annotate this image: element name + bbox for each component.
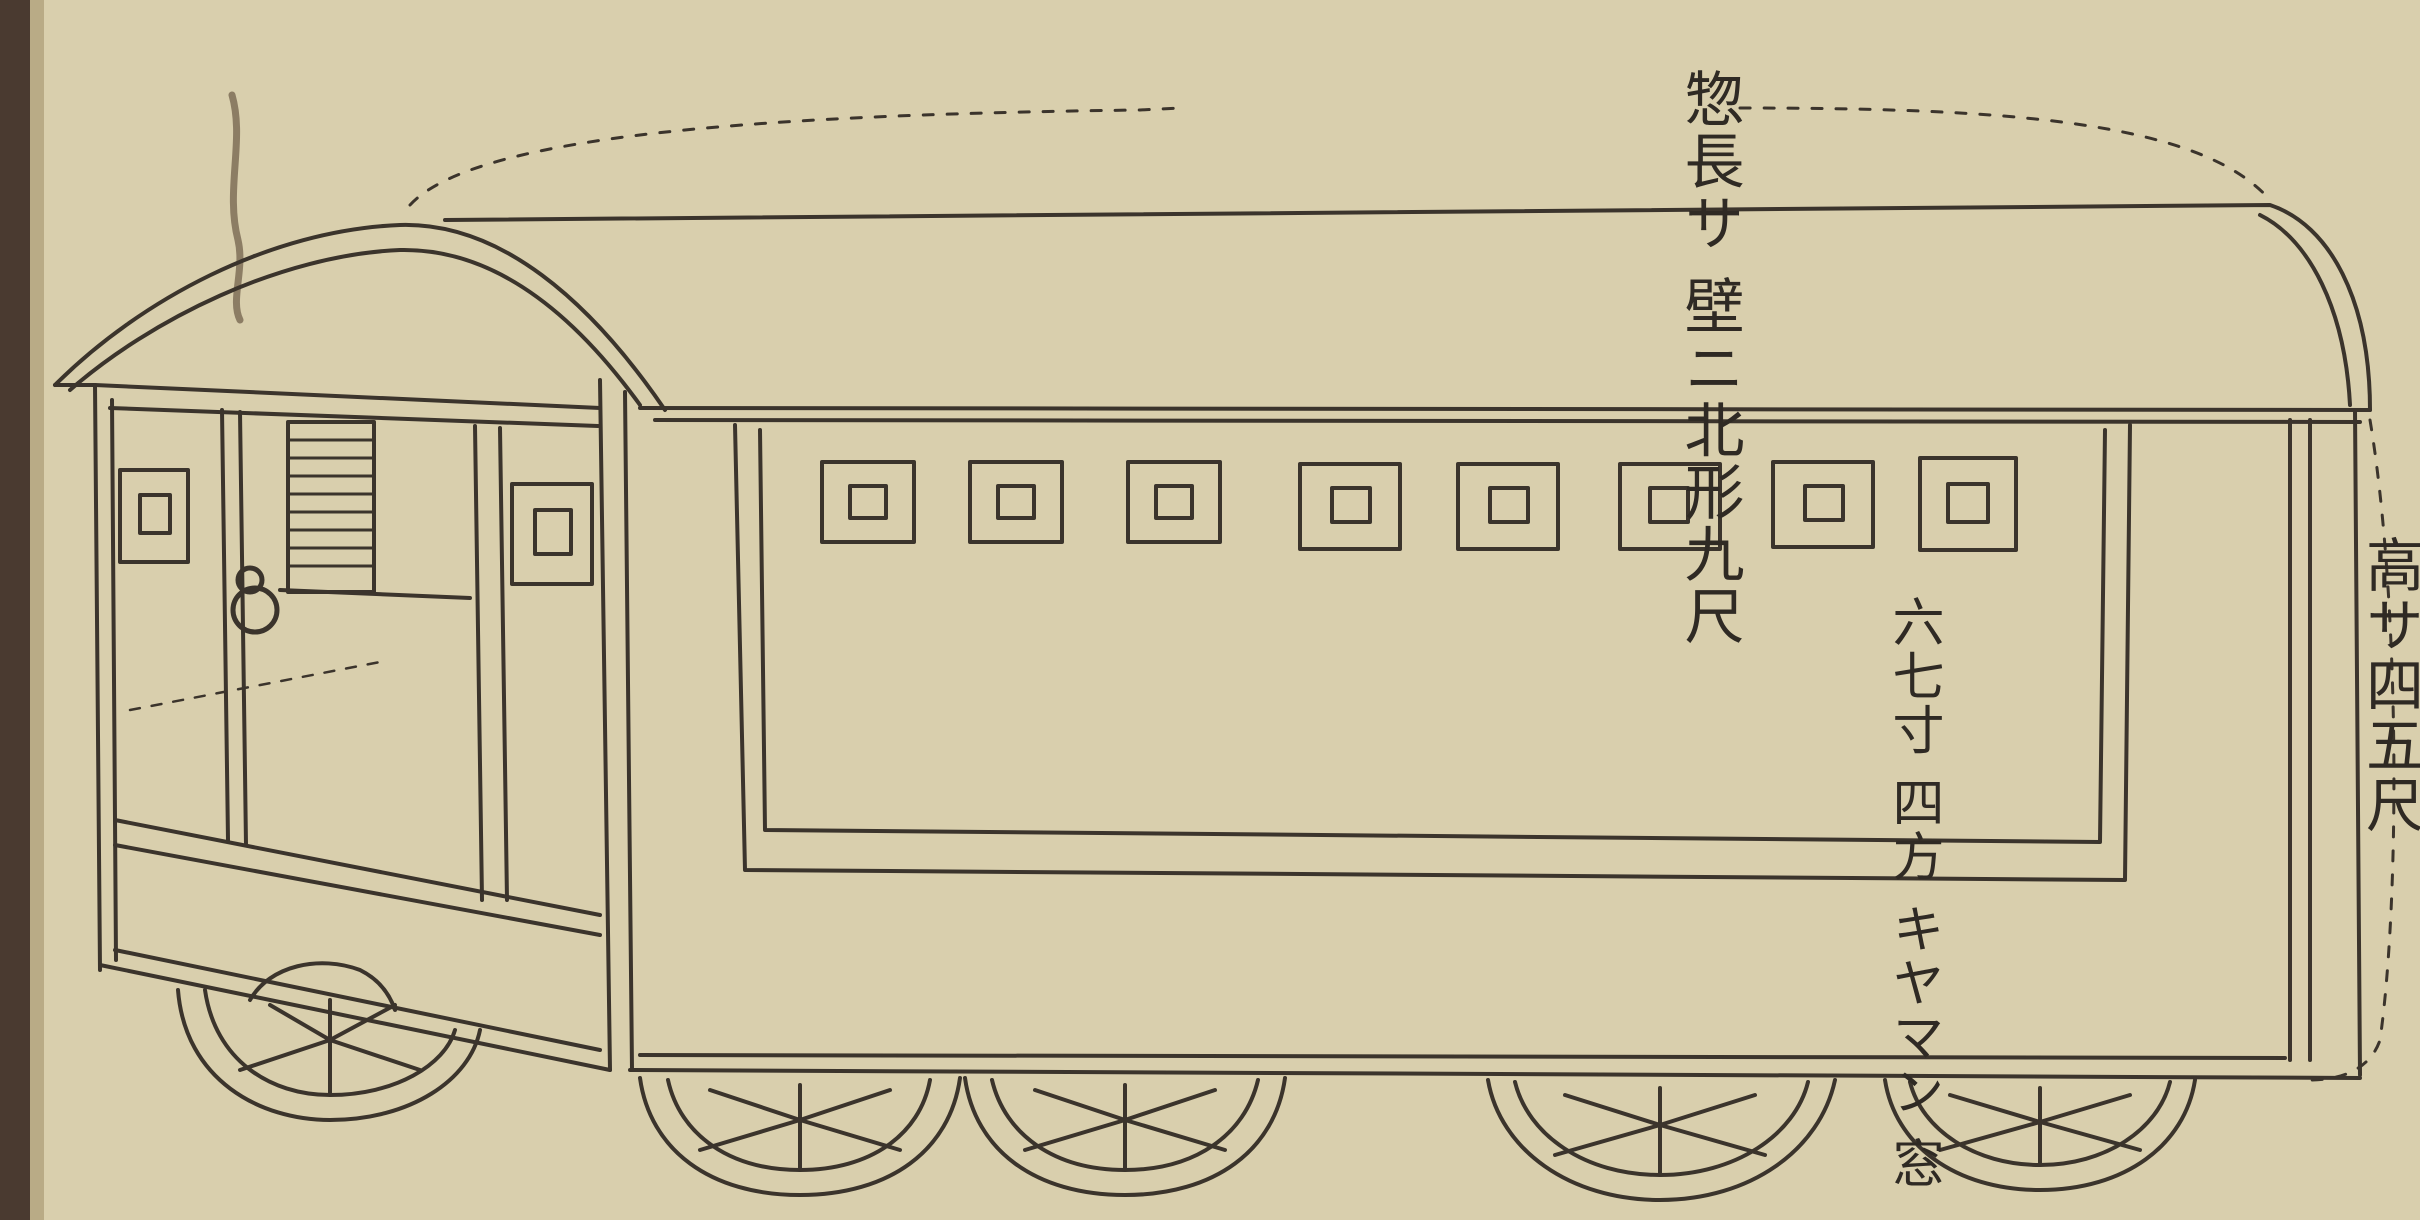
front-top-beam bbox=[93, 383, 602, 410]
clerestory-windows bbox=[820, 456, 2018, 552]
front-window-left-outer bbox=[118, 468, 190, 564]
window-4-outer bbox=[1298, 462, 1402, 551]
window-2-inner bbox=[996, 484, 1036, 520]
main-right-end bbox=[2353, 408, 2362, 1077]
door-handle bbox=[230, 585, 280, 635]
front-step-inner bbox=[113, 948, 602, 1052]
window-6-inner bbox=[1648, 486, 1690, 524]
wheel-2 bbox=[638, 1076, 962, 1197]
side-panel-outer bbox=[733, 423, 2132, 882]
window-6-outer bbox=[1618, 462, 1722, 551]
window-3-inner bbox=[1154, 484, 1194, 520]
length-annotation: 惣長サ 壁ニ北形九尺 bbox=[1674, 68, 1744, 648]
louvre-panel bbox=[286, 420, 376, 594]
front-roof-curve bbox=[53, 222, 667, 412]
height-annotation: 高サ四五尺 bbox=[2356, 535, 2420, 835]
front-floor-edge bbox=[113, 818, 602, 937]
window-2-outer bbox=[968, 460, 1064, 544]
length-dimension-line bbox=[408, 106, 2272, 207]
book-binding-shadow bbox=[30, 0, 44, 1220]
window-1-inner bbox=[848, 484, 888, 520]
front-window-right-outer bbox=[510, 482, 594, 586]
wheel-5 bbox=[1883, 1078, 2197, 1192]
book-binding-edge bbox=[0, 0, 30, 1220]
front-door-post-c bbox=[473, 424, 484, 902]
window-5-inner bbox=[1488, 486, 1530, 524]
window-3-outer bbox=[1126, 460, 1222, 544]
window-7-outer bbox=[1771, 460, 1875, 549]
door-handle-knob bbox=[235, 565, 265, 595]
window-5-outer bbox=[1456, 462, 1560, 551]
main-roof-top bbox=[443, 203, 2372, 412]
front-top-beam-inner bbox=[108, 406, 600, 428]
window-7-inner bbox=[1803, 484, 1845, 522]
front-door-post-d bbox=[498, 426, 509, 902]
main-roof-eave-inner bbox=[653, 418, 2362, 424]
wheel-3 bbox=[963, 1076, 1287, 1197]
window-1-outer bbox=[820, 460, 916, 544]
paper-tear-mark bbox=[228, 91, 244, 324]
front-left-post-inner bbox=[110, 398, 118, 962]
front-window-right-inner bbox=[533, 508, 573, 556]
front-right-post-inner bbox=[623, 390, 634, 1072]
main-bottom-sill bbox=[628, 1068, 2362, 1080]
window-annotation: 六七寸 四方 キヤマン 窓 bbox=[1883, 595, 1943, 1191]
height-dimension-line bbox=[2308, 418, 2396, 1082]
side-panel-inner bbox=[758, 428, 2107, 844]
front-door-post-a bbox=[220, 408, 230, 842]
front-window-left-inner bbox=[138, 493, 172, 535]
front-roof-inner bbox=[68, 247, 642, 407]
louvre-slats bbox=[286, 438, 376, 568]
main-roof-eave bbox=[638, 406, 2372, 412]
wheel-4 bbox=[1486, 1078, 1837, 1202]
front-left-post bbox=[93, 383, 102, 972]
main-roof-inner bbox=[2258, 213, 2352, 407]
front-step bbox=[98, 963, 612, 1072]
main-bottom-sill-inner bbox=[638, 1053, 2287, 1060]
front-right-post bbox=[598, 378, 612, 1072]
window-4-inner bbox=[1330, 486, 1372, 524]
wheel-front bbox=[176, 961, 482, 1122]
window-8-outer bbox=[1918, 456, 2018, 552]
window-8-inner bbox=[1946, 482, 1990, 524]
dashed-guide bbox=[128, 660, 382, 712]
